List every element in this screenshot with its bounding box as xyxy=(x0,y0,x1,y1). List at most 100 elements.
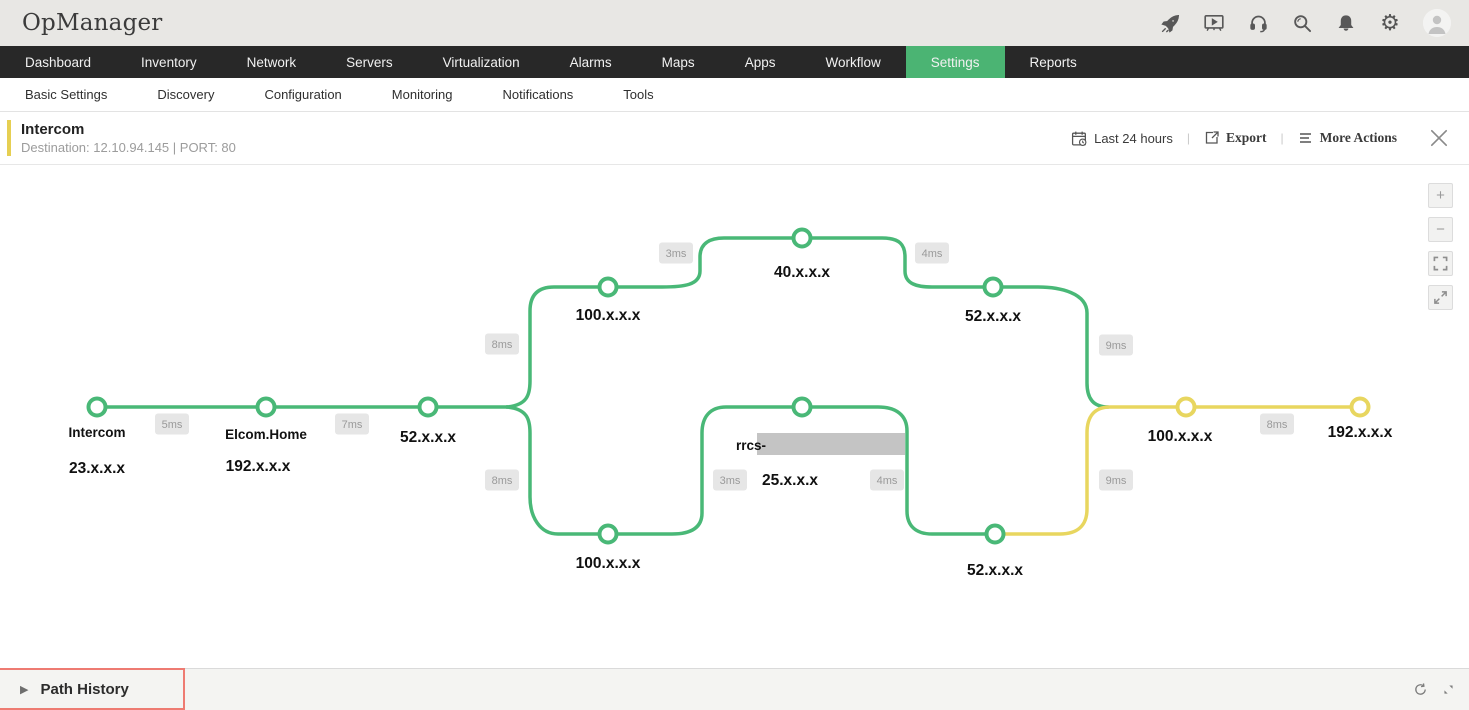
footer-icon-group xyxy=(1413,682,1455,697)
node-ip-label: 52.x.x.x xyxy=(400,429,456,446)
refresh-icon[interactable] xyxy=(1413,682,1428,697)
nav-item-apps[interactable]: Apps xyxy=(744,54,776,70)
node-ip-label: 25.x.x.x xyxy=(762,472,818,489)
nav-item-servers[interactable]: Servers xyxy=(346,54,393,70)
export-button[interactable]: Export xyxy=(1204,130,1267,146)
latency-badge xyxy=(659,242,693,264)
settings-gear-icon[interactable]: ⚙ xyxy=(1380,10,1400,35)
path-edge xyxy=(505,236,1110,409)
node-ip-label: 100.x.x.x xyxy=(576,307,641,324)
latency-label: 8ms xyxy=(492,339,513,351)
nav-item-settings[interactable]: Settings xyxy=(905,46,1005,78)
rocket-icon[interactable] xyxy=(1159,12,1181,34)
latency-label: 8ms xyxy=(492,475,513,487)
fit-to-screen-button[interactable] xyxy=(1428,251,1453,276)
hop-node[interactable] xyxy=(255,396,277,418)
zoom-out-button[interactable]: − xyxy=(1428,217,1453,242)
toolbar-separator: | xyxy=(1186,131,1190,145)
latency-label: 5ms xyxy=(162,419,183,431)
nav-item-reports[interactable]: Reports xyxy=(1029,54,1077,70)
latency-badge xyxy=(1099,334,1133,356)
hop-node[interactable] xyxy=(982,276,1004,298)
latency-label: 9ms xyxy=(1106,340,1127,352)
latency-badge xyxy=(915,242,949,264)
latency-badge xyxy=(485,469,519,491)
subnav-item-notifications[interactable]: Notifications xyxy=(502,87,574,102)
latency-badge xyxy=(155,413,189,435)
nav-item-virtualization[interactable]: Virtualization xyxy=(442,54,520,70)
path-history-bar: ▶ Path History xyxy=(0,668,1469,710)
hop-node[interactable] xyxy=(417,396,439,418)
settings-subnav: Basic Settings Discovery Configuration M… xyxy=(0,78,1469,112)
hop-node[interactable] xyxy=(791,227,813,249)
app-logo: OpManager xyxy=(22,10,163,36)
subnav-item-tools[interactable]: Tools xyxy=(623,87,654,102)
main-nav: Dashboard Inventory Network Servers Virt… xyxy=(0,46,1469,78)
demo-video-icon[interactable] xyxy=(1203,12,1225,34)
yellow-accent-bar xyxy=(7,120,11,156)
latency-badge xyxy=(713,469,747,491)
latency-badge xyxy=(1260,413,1294,435)
resize-icon[interactable] xyxy=(1442,683,1455,696)
fullscreen-button[interactable] xyxy=(1428,285,1453,310)
zoom-in-button[interactable]: + xyxy=(1428,183,1453,208)
page-title: Intercom xyxy=(21,121,85,138)
subnav-item-configuration[interactable]: Configuration xyxy=(264,87,342,102)
hop-node[interactable] xyxy=(86,396,108,418)
node-ip-label: 192.x.x.x xyxy=(1328,424,1393,441)
search-icon[interactable] xyxy=(1291,12,1313,34)
latency-label: 7ms xyxy=(342,419,363,431)
hop-node[interactable] xyxy=(1349,396,1371,418)
destination-info: Destination: 12.10.94.145 | PORT: 80 xyxy=(21,140,236,155)
user-avatar[interactable] xyxy=(1423,9,1451,37)
node-ip-label: 100.x.x.x xyxy=(1148,428,1213,445)
zoom-controls: + − xyxy=(1428,183,1453,310)
subnav-item-basic-settings[interactable]: Basic Settings xyxy=(25,87,108,102)
redacted-hostname xyxy=(757,433,905,455)
topbar-icon-group: ⚙ xyxy=(1159,9,1451,37)
node-ip-label: 52.x.x.x xyxy=(967,562,1023,579)
hop-node[interactable] xyxy=(1175,396,1197,418)
time-range-button[interactable]: Last 24 hours xyxy=(1071,130,1173,147)
notification-bell-icon[interactable] xyxy=(1335,12,1357,34)
nav-item-alarms[interactable]: Alarms xyxy=(569,54,612,70)
list-icon xyxy=(1299,133,1311,143)
hop-node[interactable] xyxy=(597,276,619,298)
top-bar: OpManager ⚙ xyxy=(0,0,1469,46)
toolbar-separator: | xyxy=(1280,131,1284,145)
latency-label: 4ms xyxy=(877,475,898,487)
hop-node[interactable] xyxy=(597,523,619,545)
hop-node[interactable] xyxy=(984,523,1006,545)
path-history-highlight-box: ▶ Path History xyxy=(0,668,185,710)
more-actions-button[interactable]: More Actions xyxy=(1298,130,1397,146)
latency-badge xyxy=(335,413,369,435)
hop-node[interactable] xyxy=(791,396,813,418)
close-icon[interactable] xyxy=(1427,126,1451,150)
node-hostname-label: rrcs- xyxy=(736,438,766,453)
path-edge xyxy=(993,405,1362,536)
latency-label: 9ms xyxy=(1106,475,1127,487)
node-ip-label: 192.x.x.x xyxy=(226,458,291,475)
latency-label: 3ms xyxy=(720,475,741,487)
path-edge xyxy=(505,405,997,536)
nav-item-maps[interactable]: Maps xyxy=(661,54,695,70)
node-ip-label: 40.x.x.x xyxy=(774,264,830,281)
expand-caret-icon[interactable]: ▶ xyxy=(20,683,29,696)
nav-item-network[interactable]: Network xyxy=(246,54,297,70)
header-toolbar: Last 24 hours | Export | More Actions xyxy=(1071,126,1451,150)
export-icon xyxy=(1205,131,1219,144)
path-history-label[interactable]: Path History xyxy=(40,680,129,698)
latency-badge xyxy=(1099,469,1133,491)
support-headset-icon[interactable] xyxy=(1247,12,1269,34)
node-hostname-label: Intercom xyxy=(68,425,125,440)
node-hostname-label: Elcom.Home xyxy=(225,427,307,442)
subnav-item-monitoring[interactable]: Monitoring xyxy=(391,87,453,102)
nav-item-dashboard[interactable]: Dashboard xyxy=(25,54,92,70)
nav-item-inventory[interactable]: Inventory xyxy=(141,54,197,70)
subnav-item-discovery[interactable]: Discovery xyxy=(157,87,215,102)
page-header: Intercom Destination: 12.10.94.145 | POR… xyxy=(0,112,1469,165)
latency-badge xyxy=(485,333,519,355)
nav-item-workflow[interactable]: Workflow xyxy=(825,54,881,70)
latency-badge xyxy=(870,469,904,491)
